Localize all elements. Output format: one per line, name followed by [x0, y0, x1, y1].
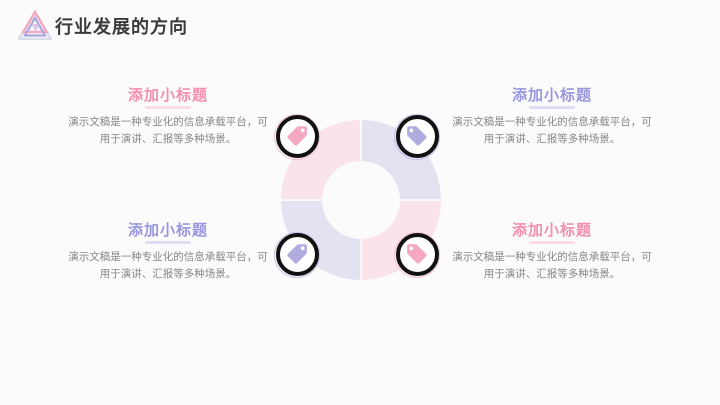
block-heading: 添加小标题	[127, 87, 208, 104]
block-body-text: 演示文稿是一种专业化的信息承载平台，可用于演讲、汇报等多种场景。	[452, 116, 652, 145]
content-block-top-left: 添加小标题 演示文稿是一种专业化的信息承载平台，可用于演讲、汇报等多种场景。	[68, 84, 268, 148]
heading-underline	[529, 106, 575, 109]
badge-outline-ring	[274, 232, 320, 278]
heading-underline	[529, 241, 575, 244]
tag-icon	[285, 124, 309, 148]
badge-ring	[276, 115, 319, 158]
badge-outline-ring	[394, 232, 440, 278]
block-body-text: 演示文稿是一种专业化的信息承载平台，可用于演讲、汇报等多种场景。	[452, 251, 652, 280]
block-heading: 添加小标题	[511, 222, 592, 239]
badge-outline-ring	[274, 114, 320, 160]
block-heading: 添加小标题	[511, 87, 592, 104]
donut-segment-top-left	[281, 120, 361, 200]
badge-bottom-right[interactable]	[394, 232, 440, 278]
tag-icon	[405, 124, 429, 148]
slide-header: 行业发展的方向	[0, 0, 720, 50]
tag-icon	[285, 242, 309, 266]
heading-underline	[145, 106, 191, 109]
badge-outline-ring	[394, 114, 440, 160]
block-heading: 添加小标题	[127, 222, 208, 239]
badge-top-right[interactable]	[394, 114, 440, 160]
content-block-bottom-right: 添加小标题 演示文稿是一种专业化的信息承载平台，可用于演讲、汇报等多种场景。	[452, 219, 652, 283]
penrose-triangle-logo	[16, 9, 54, 41]
page-title: 行业发展的方向	[55, 17, 188, 37]
heading-underline	[145, 241, 191, 244]
donut-segment-bottom-left	[281, 200, 361, 280]
badge-top-left[interactable]	[274, 114, 320, 160]
badge-bottom-left[interactable]	[274, 232, 320, 278]
donut-segment-top-right	[361, 120, 441, 200]
block-body-text: 演示文稿是一种专业化的信息承载平台，可用于演讲、汇报等多种场景。	[68, 116, 268, 145]
tag-icon	[405, 242, 429, 266]
content-block-top-right: 添加小标题 演示文稿是一种专业化的信息承载平台，可用于演讲、汇报等多种场景。	[452, 84, 652, 148]
content-block-bottom-left: 添加小标题 演示文稿是一种专业化的信息承载平台，可用于演讲、汇报等多种场景。	[68, 219, 268, 283]
block-body-text: 演示文稿是一种专业化的信息承载平台，可用于演讲、汇报等多种场景。	[68, 251, 268, 280]
